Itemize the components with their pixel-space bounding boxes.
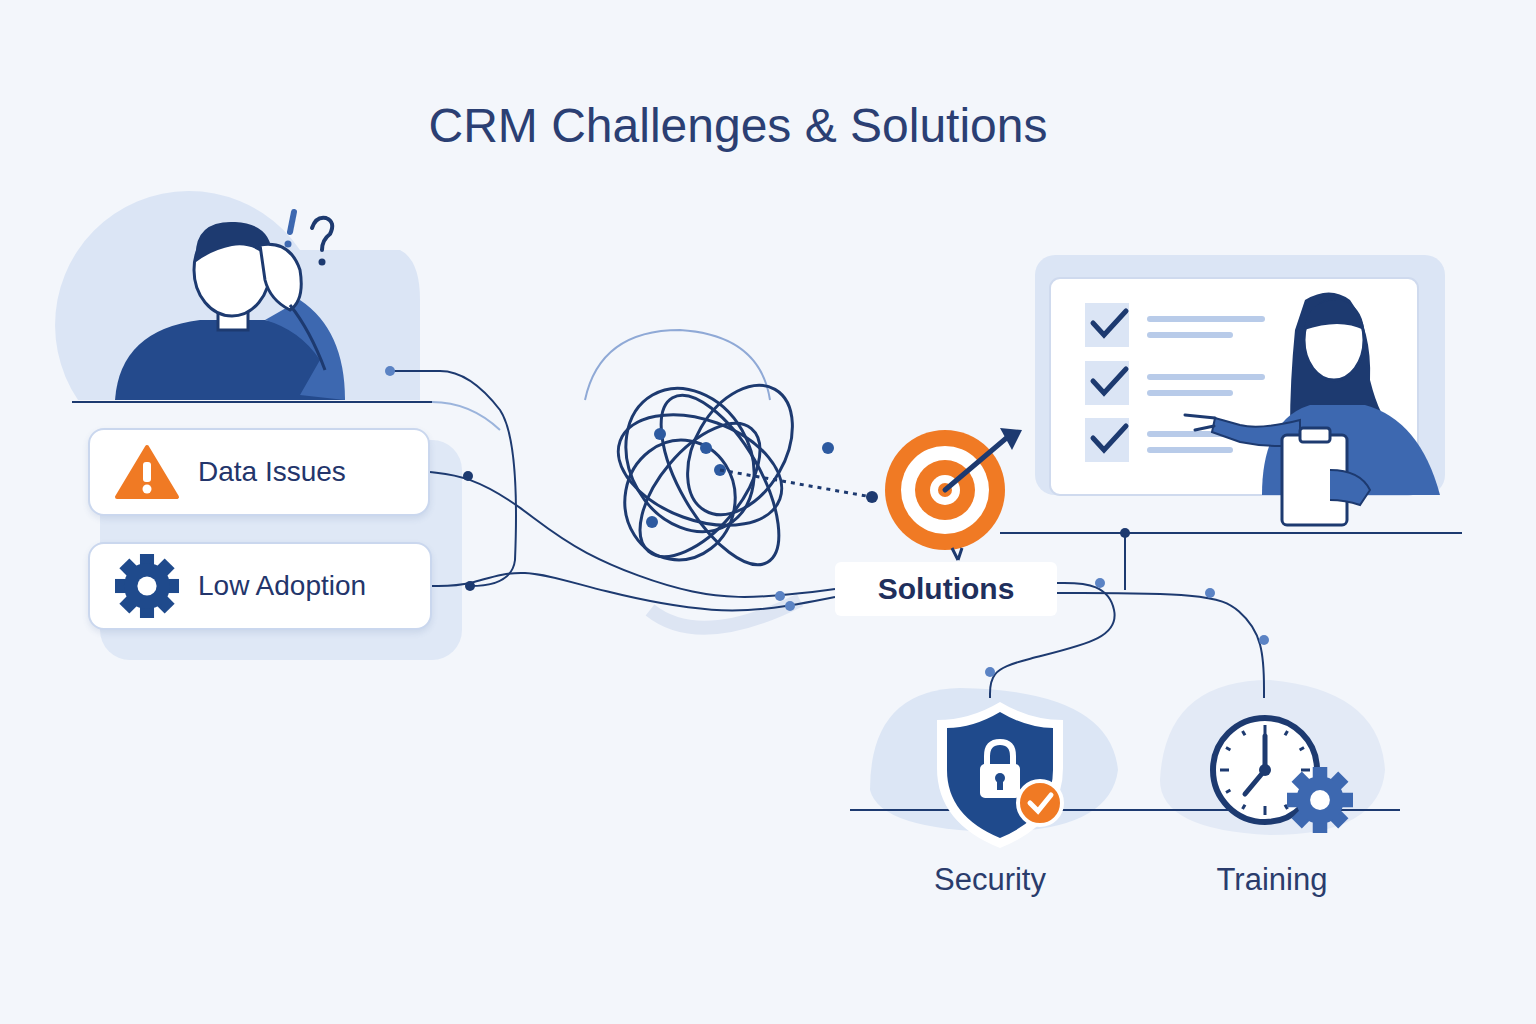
shield-icon <box>905 698 1075 848</box>
solutions-label: Solutions <box>835 562 1057 616</box>
connector-path <box>432 573 835 611</box>
confused-person <box>55 191 420 400</box>
target-icon <box>885 428 1022 560</box>
clock-gear-icon <box>1187 698 1357 848</box>
gear-icon <box>114 553 180 619</box>
solution-item: Training <box>1172 698 1372 908</box>
connector-dot <box>985 667 995 677</box>
wire-dot <box>385 366 395 376</box>
challenge-box: Data Issues <box>88 428 430 516</box>
tangle <box>601 365 834 582</box>
connector-dot <box>463 471 473 481</box>
wire <box>432 402 500 430</box>
node-label: Solutions <box>878 572 1015 606</box>
connector-dot <box>1259 635 1269 645</box>
dotted-link <box>720 470 872 497</box>
connector <box>432 573 835 611</box>
blob <box>1160 680 1385 835</box>
connector-dot <box>465 581 475 591</box>
connector-path <box>1057 593 1264 698</box>
warning-icon <box>114 444 180 500</box>
presenting-person <box>1185 293 1440 526</box>
connector-dot <box>785 601 795 611</box>
connector <box>430 471 835 601</box>
connector-dot <box>775 591 785 601</box>
connector-dot <box>1205 588 1215 598</box>
connector <box>1057 588 1269 698</box>
checklist-panel <box>1035 255 1445 495</box>
diagram-title: CRM Challenges & Solutions <box>0 98 1476 153</box>
challenge-box: Low Adoption <box>88 542 432 630</box>
node-label: Security <box>934 862 1046 898</box>
node-label: Low Adoption <box>198 570 366 602</box>
solution-item: Security <box>890 698 1090 908</box>
node-label: Data Issues <box>198 456 346 488</box>
connector-dot <box>1095 578 1105 588</box>
node-label: Training <box>1217 862 1328 898</box>
